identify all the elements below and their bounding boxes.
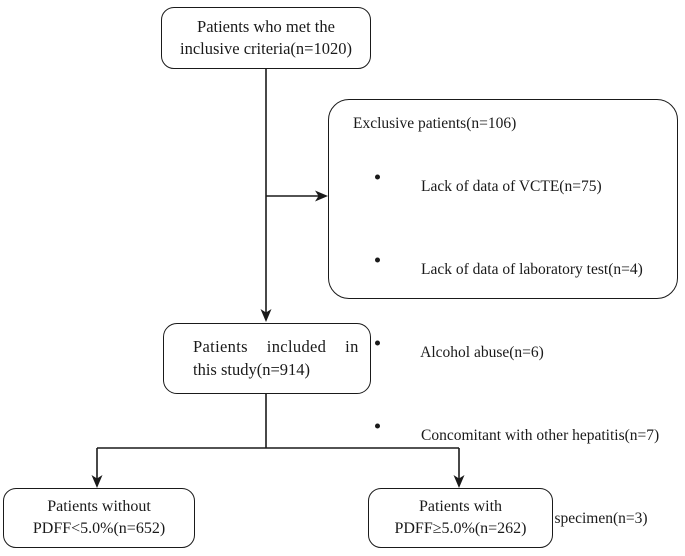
excluded-reason-label: Lack of data of VCTE(n=75) bbox=[421, 177, 602, 195]
bullet-icon bbox=[375, 340, 380, 346]
bullet-icon bbox=[375, 257, 380, 263]
node-high-pdff-line1: Patients with bbox=[418, 498, 503, 516]
node-included-patients: Patients included in this study(n=914) bbox=[163, 323, 371, 394]
node-low-pdff-line2: PDFF<5.0%(n=652) bbox=[32, 520, 166, 537]
node-included-line1: Patients included in bbox=[193, 337, 359, 357]
excluded-reason-label: Lack of data of laboratory test(n=4) bbox=[421, 260, 643, 278]
node-excluded-patients: Exclusive patients(n=106) Lack of data o… bbox=[328, 99, 678, 527]
list-item: Concomitant with other hepatitis(n=7) bbox=[375, 384, 659, 467]
list-item: Alcohol abuse(n=6) bbox=[375, 301, 659, 384]
node-enrolled-line1: Patients who met the bbox=[197, 16, 335, 36]
list-item: Lack of data of laboratory test(n=4) bbox=[375, 218, 659, 301]
node-included-line2: this study(n=914) bbox=[193, 359, 311, 379]
node-enrolled-patients: Patients who met the inclusive criteria(… bbox=[161, 7, 371, 69]
excluded-heading: Exclusive patients(n=106) bbox=[353, 115, 517, 132]
bullet-icon bbox=[375, 423, 380, 429]
list-item: Lack of data of VCTE(n=75) bbox=[375, 135, 659, 218]
excluded-reason-label: Concomitant with other hepatitis(n=7) bbox=[421, 426, 660, 444]
arrowhead-to-low-pdff bbox=[91, 475, 103, 488]
excluded-reason-label: Alcohol abuse(n=6) bbox=[420, 343, 544, 361]
node-patients-low-pdff: Patients without PDFF<5.0%(n=652) bbox=[3, 488, 195, 548]
arrowhead-to-excluded bbox=[315, 190, 328, 202]
arrowhead-to-included bbox=[260, 309, 272, 322]
node-patients-high-pdff: Patients with PDFF≥5.0%(n=262) bbox=[368, 488, 553, 548]
bullet-icon bbox=[375, 174, 380, 180]
node-high-pdff-line2: PDFF≥5.0%(n=262) bbox=[394, 520, 527, 537]
list-item: MR images with artifacts(n=9) bbox=[375, 550, 659, 556]
node-low-pdff-line1: Patients without bbox=[47, 498, 151, 516]
node-enrolled-line2: inclusive criteria(n=1020) bbox=[180, 39, 352, 58]
